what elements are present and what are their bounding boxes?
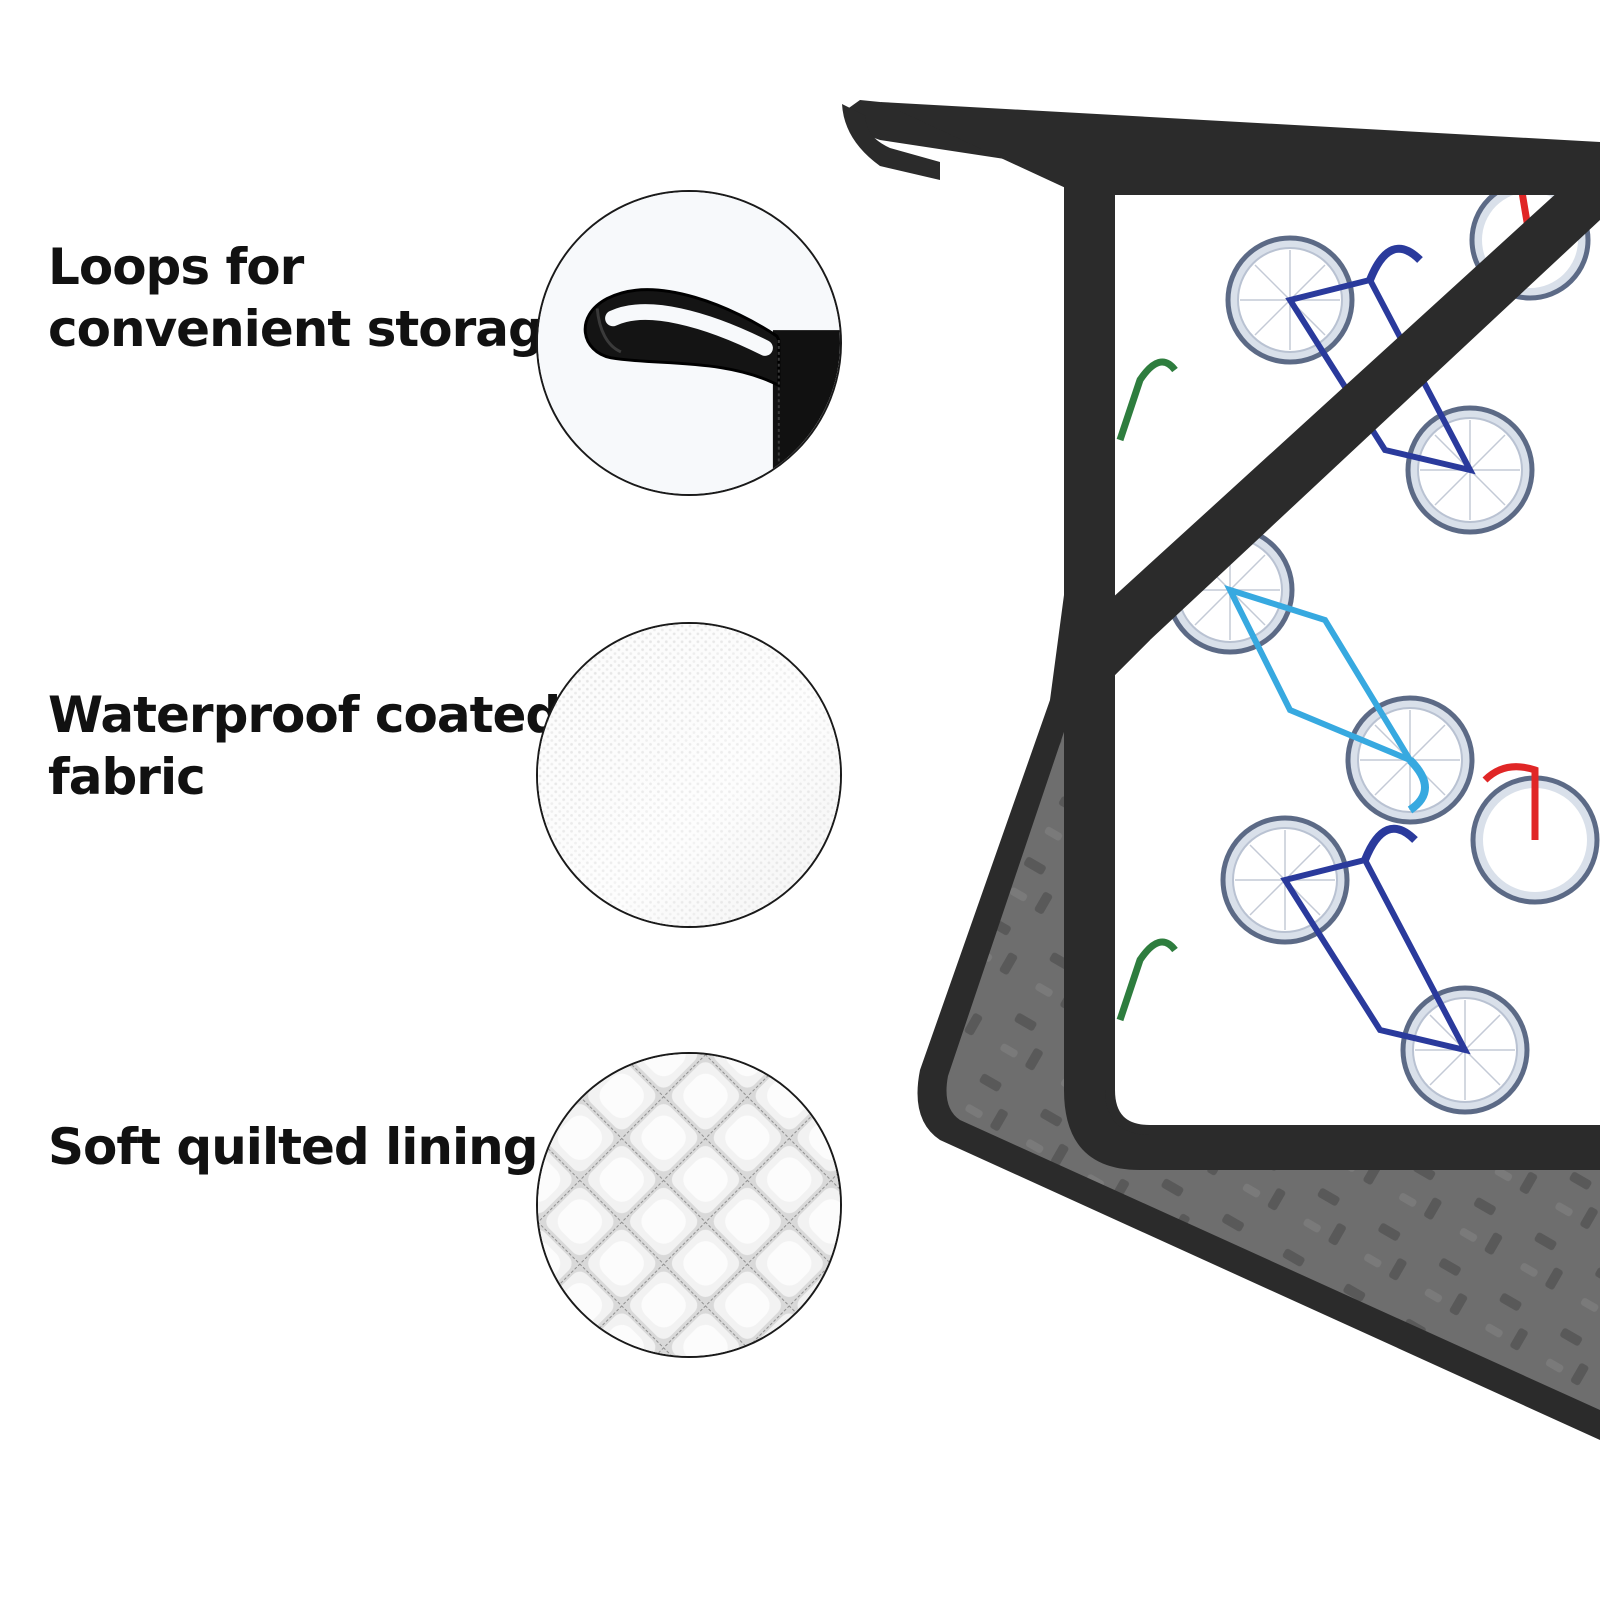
feature-fabric-label: Waterproof coated fabric: [48, 684, 561, 808]
feature-lining-line1: Soft quilted lining: [48, 1118, 538, 1176]
feature-loops-line1: Loops for: [48, 238, 304, 296]
feature-fabric-line2: fabric: [48, 748, 206, 806]
feature-loops-line2: convenient storage: [48, 300, 577, 358]
quilted-lining-icon: [536, 1052, 842, 1358]
feature-loops-label: Loops for convenient storage: [48, 236, 577, 360]
loop-strap-icon: [536, 190, 842, 496]
pot-holder-illustration: [820, 80, 1600, 1520]
feature-lining-label: Soft quilted lining: [48, 1116, 538, 1178]
coated-fabric-icon: [536, 622, 842, 928]
feature-fabric-line1: Waterproof coated: [48, 686, 561, 744]
